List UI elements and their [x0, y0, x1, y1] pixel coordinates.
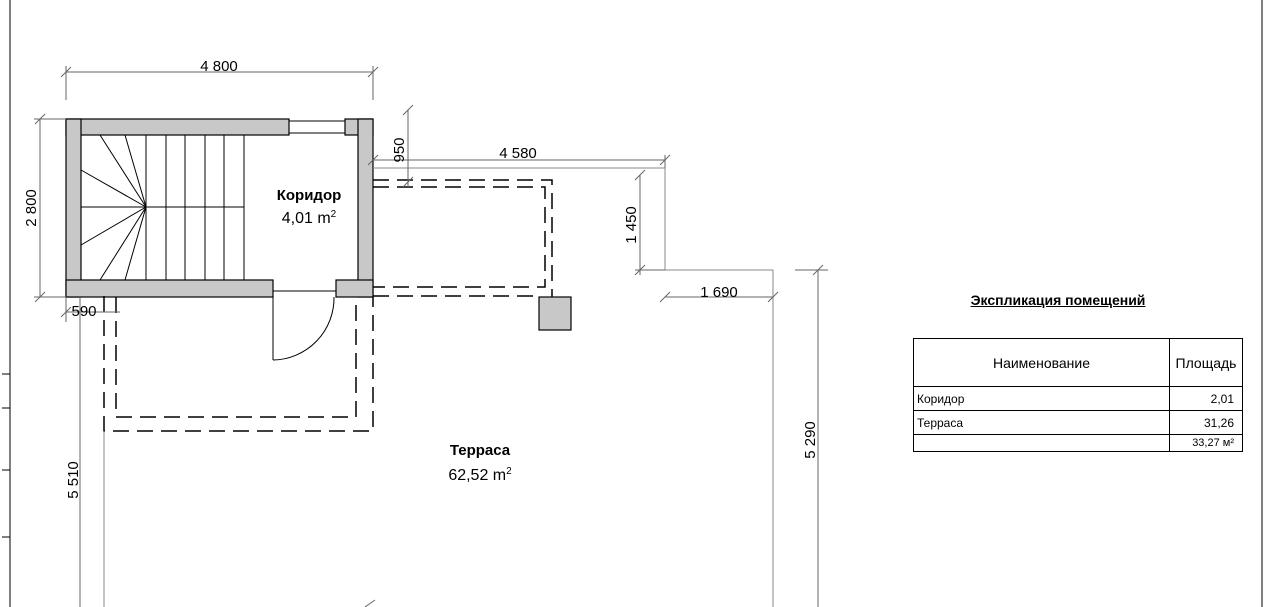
- door: [272, 290, 336, 361]
- terrace-outline: [103, 179, 553, 432]
- dim-top-width: 4 800: [200, 58, 238, 75]
- total-area: 33,27 м²: [1169, 434, 1243, 452]
- row-area: 31,26: [1169, 410, 1243, 435]
- wall-right: [357, 118, 374, 298]
- dimension-lines: [34, 66, 828, 607]
- dim-right-height: 5 290: [802, 421, 819, 459]
- explication-table: Наименование Площадь Коридор 2,01 Террас…: [913, 338, 1243, 452]
- dim-left-height: 2 800: [23, 189, 40, 227]
- table-row: Терраса 31,26: [913, 410, 1243, 435]
- table-row: Коридор 2,01: [913, 386, 1243, 411]
- column: [538, 296, 572, 331]
- outer-contour: [79, 167, 774, 607]
- dim-right-offset: 1 690: [700, 284, 738, 301]
- corridor-name: Коридор: [277, 187, 342, 204]
- explication-title: Экспликация помещений: [970, 292, 1146, 308]
- corridor-area: 4,01 m2: [282, 209, 337, 227]
- staircase: [80, 134, 245, 281]
- header-name: Наименование: [913, 338, 1170, 387]
- dim-bottom-left: 590: [71, 303, 96, 320]
- window: [289, 120, 345, 134]
- terrace-area: 62,52 m2: [448, 466, 512, 484]
- wall-top-left: [65, 118, 290, 136]
- dim-left-lower: 5 510: [65, 461, 82, 499]
- wall-bottom-left: [65, 279, 274, 298]
- dim-terrace-width: 4 580: [499, 145, 537, 162]
- explication-header-row: Наименование Площадь: [913, 338, 1243, 387]
- frame-ticks: [2, 373, 10, 538]
- row-name: Терраса: [913, 410, 1170, 435]
- row-name: Коридор: [913, 386, 1170, 411]
- row-area: 2,01: [1169, 386, 1243, 411]
- wall-bottom-right: [335, 279, 374, 298]
- total-row: 33,27 м²: [913, 434, 1243, 452]
- terrace-name: Терраса: [450, 442, 511, 459]
- wall-left: [65, 118, 82, 298]
- total-label: [913, 434, 1170, 452]
- header-area: Площадь: [1169, 338, 1243, 387]
- dim-step-height: 1 450: [623, 206, 640, 244]
- dim-gap-top: 950: [391, 137, 408, 162]
- walls: [65, 118, 572, 331]
